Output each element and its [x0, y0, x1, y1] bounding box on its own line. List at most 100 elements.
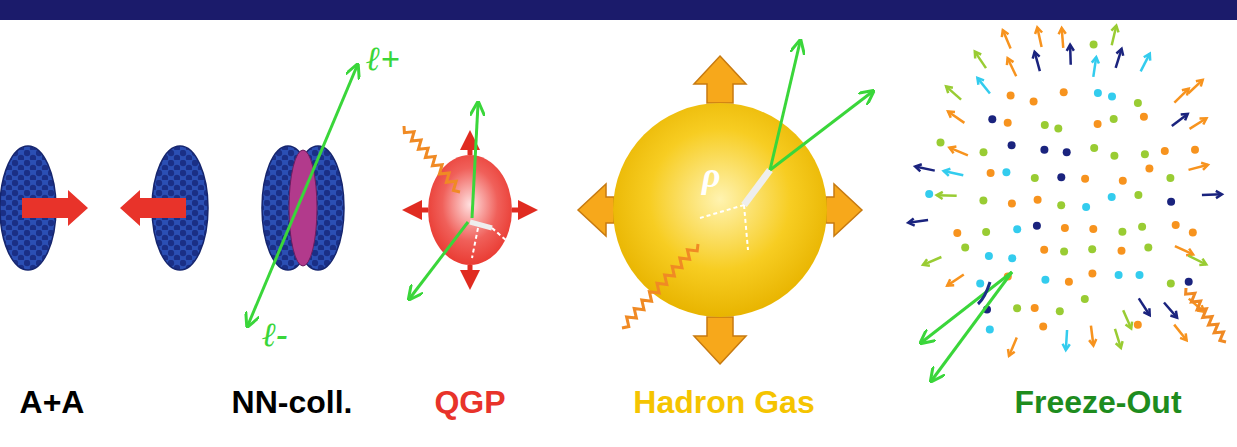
hadron-dot [1115, 271, 1123, 279]
hadron-dot [1056, 307, 1064, 315]
stage-label: Hadron Gas [633, 384, 814, 421]
hadron-dot [953, 229, 961, 237]
hadron-dot [1166, 174, 1174, 182]
hadron-arrow [946, 86, 961, 99]
hadron-arrow [1164, 303, 1177, 318]
lepton-label: ℓ- [262, 316, 288, 354]
hadron-arrow-head [1200, 118, 1207, 124]
hadron-arrow-head [1063, 344, 1070, 350]
hadron-dot [1008, 254, 1016, 262]
hadron-arrow-head [944, 169, 951, 176]
hadron-arrow-head [1008, 349, 1015, 356]
hadron-dot [1031, 304, 1039, 312]
hadron-dot [1094, 120, 1102, 128]
hadron-arrow-head [1059, 28, 1066, 34]
hadron-dot [1088, 269, 1096, 277]
hadron-arrow [1172, 114, 1188, 126]
lepton-track [932, 272, 1012, 380]
hadron-dot [1110, 152, 1118, 160]
hadron-dot [1145, 164, 1153, 172]
hadron-arrow-head [1092, 57, 1099, 63]
hadron-dot [1185, 278, 1193, 286]
hadron-arrow [948, 111, 964, 122]
hadron-dot [961, 244, 969, 252]
hadron-arrow-head [1126, 322, 1133, 329]
hadron-dot [1167, 198, 1175, 206]
decay-line [472, 228, 478, 258]
title-band [0, 0, 1237, 20]
hadron-dot [1002, 168, 1010, 176]
hadron-dot [987, 169, 995, 177]
beam-arrow [22, 190, 88, 226]
hadron-dot [980, 148, 988, 156]
hadron-arrow-head [948, 111, 955, 117]
hadron-dot [1013, 225, 1021, 233]
hadron-dot [1089, 225, 1097, 233]
hadron-dot [1134, 99, 1142, 107]
hadron-arrow [1174, 89, 1188, 103]
hadron-dot [1138, 223, 1146, 231]
hadron-arrow [1175, 246, 1193, 254]
hadron-dot [1134, 321, 1142, 329]
hadron-dot [986, 325, 994, 333]
expansion-arrow [412, 208, 428, 213]
hadron-dot [985, 252, 993, 260]
hadron-arrow-head [1116, 341, 1123, 348]
expansion-arrow [512, 208, 528, 213]
hadron-dot [1040, 246, 1048, 254]
ball-shape [613, 103, 827, 317]
hadron-dot [1060, 248, 1068, 256]
hadron-dot [1040, 146, 1048, 154]
ball-outline [612, 102, 828, 318]
hadron-dot [976, 279, 984, 287]
hadron-arrow-head [975, 52, 981, 59]
hadron-arrow-head [1007, 58, 1014, 65]
hadron-dot [1141, 150, 1149, 158]
hadron-arrow [923, 257, 941, 265]
hadron-cloud [908, 26, 1222, 356]
hadron-dot [1161, 147, 1169, 155]
hadron-dot [1108, 193, 1116, 201]
hadron-dot [1065, 278, 1073, 286]
lepton-track [410, 222, 468, 298]
hadron-arrow [1188, 80, 1203, 94]
hadron-arrow [975, 52, 986, 69]
hadron-arrow-head [923, 259, 930, 266]
photon-wave [404, 126, 460, 192]
stage-label: Freeze-Out [1014, 384, 1181, 421]
hadron-arrow-head [949, 147, 956, 154]
expansion-arrow [826, 184, 862, 236]
hadron-arrow [977, 78, 990, 94]
hadron-dot [1189, 228, 1197, 236]
hadron-arrow-head [908, 218, 915, 225]
hadron-dot [1090, 144, 1098, 152]
hadron-dot [1118, 228, 1126, 236]
hadron-dot [1008, 199, 1016, 207]
hadron-dot [1054, 125, 1062, 133]
hadron-dot [1031, 174, 1039, 182]
beam-arrow [120, 190, 186, 226]
hadron-arrow-head [937, 192, 943, 199]
hadron-dot [1081, 175, 1089, 183]
lepton-track [472, 104, 478, 218]
hadron-arrow-head [1199, 259, 1206, 266]
hadron-dot [1090, 41, 1098, 49]
hadron-arrow-head [1170, 311, 1177, 318]
hadron-arrow-head [1216, 191, 1222, 198]
hadron-dot [1039, 322, 1047, 330]
hadron-arrow-head [1111, 26, 1118, 33]
hadron-dot [1140, 113, 1148, 121]
dilepton-track [248, 66, 357, 325]
hadron-arrow-head [1033, 52, 1040, 59]
hadron-dot [1082, 203, 1090, 211]
photon-wave [1186, 288, 1226, 342]
hadron-arrow [1003, 30, 1011, 48]
hadron-dot [982, 228, 990, 236]
hadron-dot [1118, 247, 1126, 255]
virtual-photon [470, 222, 492, 228]
hadron-dot [925, 190, 933, 198]
hadron-arrow [1009, 337, 1017, 355]
hadron-dot [1081, 295, 1089, 303]
